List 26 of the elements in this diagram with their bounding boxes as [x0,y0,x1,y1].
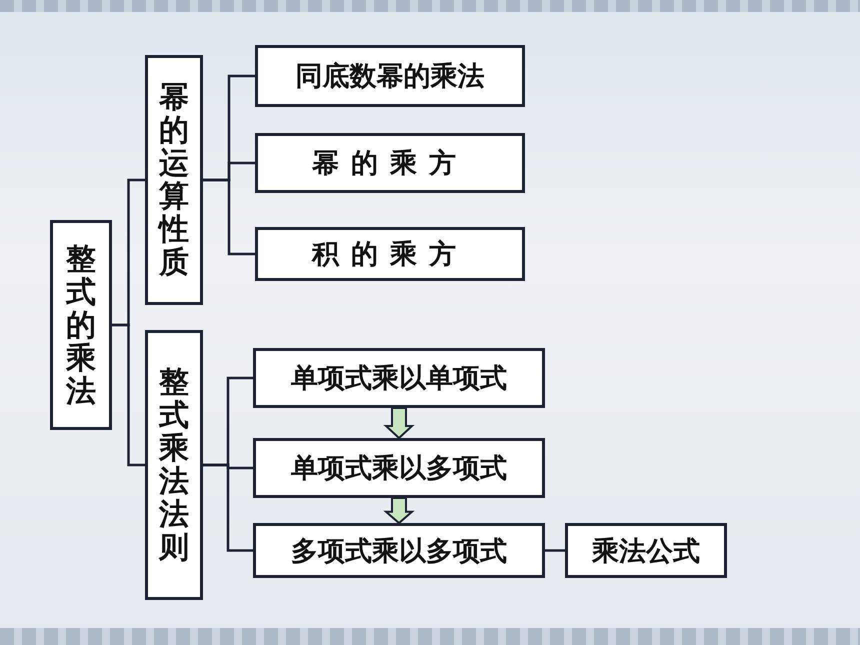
concept-box [145,330,203,600]
box-label: 单项式乘以单项式 [291,362,507,396]
box-label: 单项式乘以多项式 [291,452,507,486]
vertical-label: 整式乘法法则 [159,366,189,564]
box-label: 同底数幂的乘法 [296,60,484,94]
box-label: 积的乘方 [312,238,468,272]
concept-box [255,133,525,193]
concept-box [253,438,545,498]
connector-line [203,178,255,256]
block-arrow [383,407,415,440]
box-label: 多项式乘以多项式 [291,534,507,568]
vertical-label: 整式的乘法 [66,242,96,408]
concept-box [50,220,112,430]
box-label: 幂的乘方 [312,147,468,181]
connector-line [112,324,145,466]
concept-box [255,227,525,281]
box-label: 乘法公式 [592,534,700,568]
concept-box [565,523,727,578]
connector-line [545,549,565,552]
block-arrow [383,497,415,524]
concept-box [253,348,545,408]
concept-box [253,523,545,578]
vertical-label: 幂的运算性质 [159,81,189,279]
connector-line [203,464,253,552]
concept-box [145,55,203,305]
concept-box [255,45,525,107]
